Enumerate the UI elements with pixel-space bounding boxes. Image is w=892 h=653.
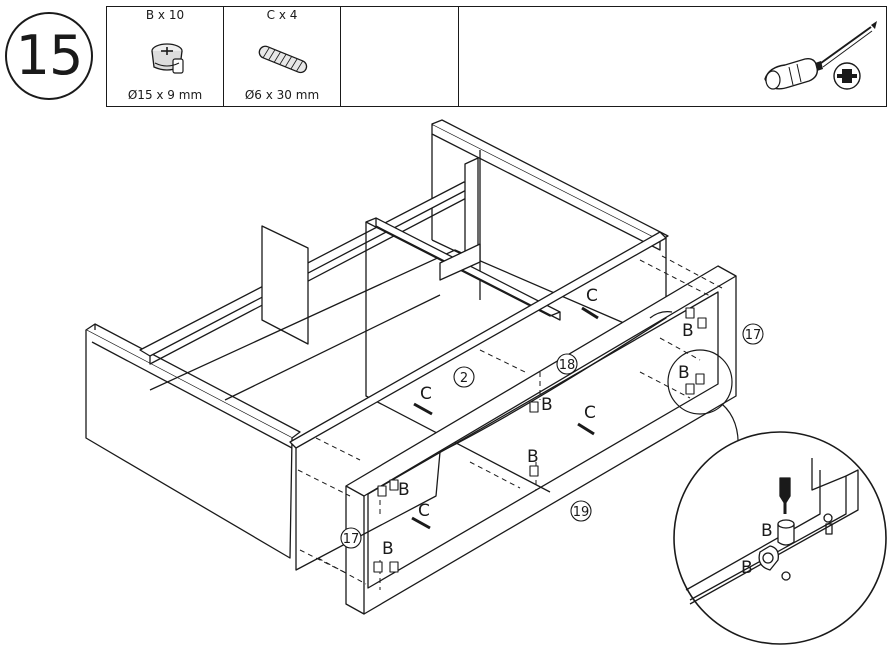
part-b-label: B x 10 — [145, 8, 185, 22]
panel-2-label: 2 — [460, 371, 468, 386]
cam-b-label-6: B — [382, 539, 394, 559]
part-c-label: C x 4 — [266, 8, 298, 22]
cam-b-label-3: B — [541, 395, 553, 415]
cam-b-label-detail-2: B — [741, 558, 753, 578]
center-divider-panel — [365, 217, 561, 493]
zoom-source-circle — [667, 349, 733, 415]
cam-fitting-b-group — [373, 307, 707, 573]
dowel-c-label-3: C — [584, 403, 596, 423]
panel-number-circles — [340, 323, 764, 549]
tool-cell — [459, 7, 888, 106]
part-cell-empty-1 — [341, 7, 459, 106]
cam-b-label-4: B — [527, 447, 539, 467]
cam-b-label-5: B — [398, 480, 410, 500]
dowel-c-group — [411, 306, 599, 530]
step-number-badge: 15 — [5, 12, 93, 100]
cam-b-label-detail-1: B — [761, 521, 773, 541]
cam-b-label-2: B — [678, 363, 690, 383]
phillips-screwdriver-icon — [764, 21, 877, 90]
dowel-c-label-1: C — [586, 286, 598, 306]
wooden-dowel-icon — [258, 45, 308, 74]
panel-17-label-left: 17 — [343, 532, 360, 547]
step-number: 15 — [15, 24, 84, 87]
cam-b-label-1: B — [682, 321, 694, 341]
back-panel — [431, 119, 669, 300]
part-cell-c: C x 4 Ø6 x 30 mm — [224, 7, 341, 106]
left-side-panel — [85, 323, 301, 559]
part-cell-b: B x 10 Ø15 x 9 mm — [107, 7, 224, 106]
dowel-c-label-2: C — [420, 384, 432, 404]
panel-18-label: 18 — [559, 358, 576, 373]
panel-19-label: 19 — [573, 505, 590, 520]
detail-view — [673, 431, 887, 645]
part-c-size: Ø6 x 30 mm — [244, 88, 320, 102]
bottom-panel — [149, 249, 641, 401]
top-back-rail — [139, 157, 479, 365]
panel-17-label-right: 17 — [745, 328, 762, 343]
cam-lock-fitting-icon — [151, 43, 184, 74]
dowel-c-label-4: C — [418, 501, 430, 521]
parts-table: B x 10 Ø15 x 9 mm C x 4 Ø6 x 30 mm — [106, 6, 887, 107]
part-b-size: Ø15 x 9 mm — [127, 88, 203, 102]
front-panel-19 — [345, 265, 737, 615]
